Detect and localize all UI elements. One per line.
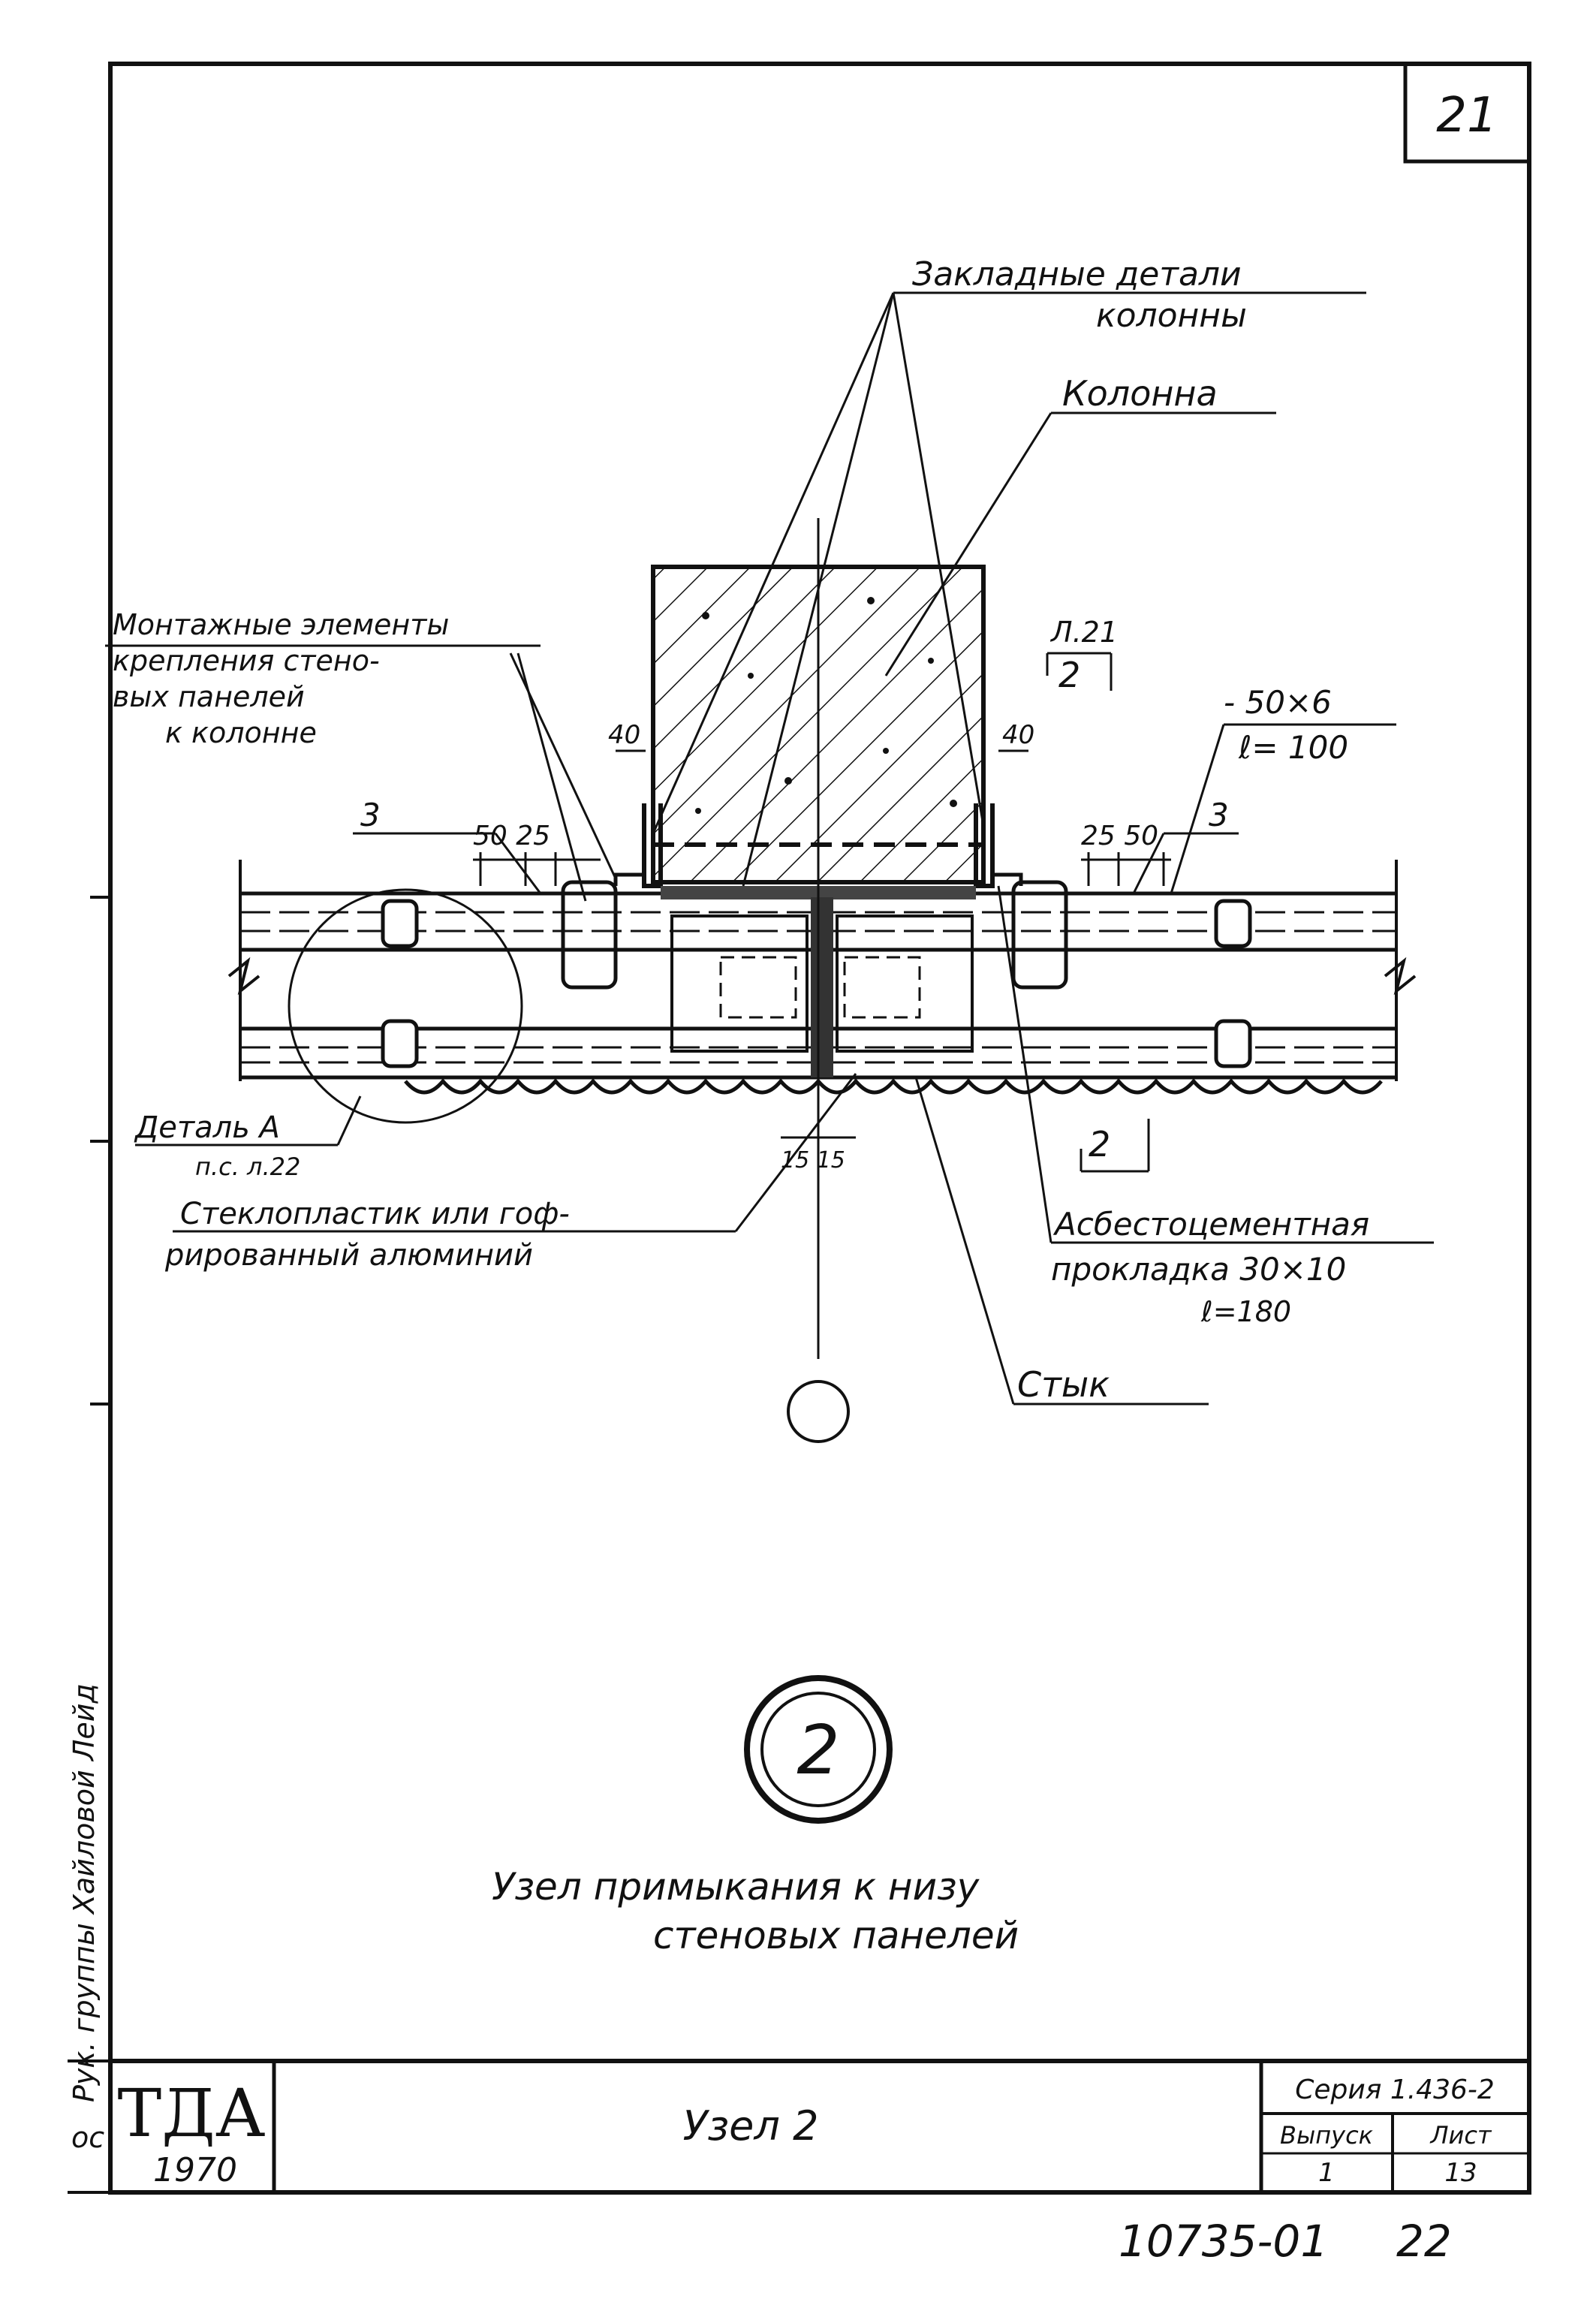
label-asbestos-1: Асбестоцементная <box>1052 1206 1369 1243</box>
title-main: Узел 2 <box>683 2102 819 2150</box>
bolt-right-top <box>1214 899 1252 948</box>
dim-40-left: 40 <box>608 720 640 750</box>
title-issue-label: Выпуск <box>1280 2121 1374 2150</box>
label-detail-2: п.с. л.22 <box>195 1152 300 1181</box>
node-caption-2: стеновых панелей <box>653 1914 1019 1957</box>
title-sheet-value: 13 <box>1444 2158 1477 2188</box>
dashed-opening-right <box>843 956 921 1019</box>
document-number: 10735-01 <box>1119 2216 1328 2267</box>
section-bottom-number: 2 <box>1089 1124 1110 1165</box>
label-asbestos-3: ℓ=180 <box>1200 1295 1291 1328</box>
node-marker-outer <box>744 1675 893 1824</box>
title-sheet-label: Лист <box>1429 2121 1492 2150</box>
side-stamp: Рук. группы Хайловой Лейд <box>68 1683 101 2102</box>
section-top-ref: Л.21 <box>1049 616 1118 649</box>
label-joint: Стык <box>1017 1364 1110 1405</box>
dim-40-right: 40 <box>1002 720 1034 750</box>
fastener-right <box>1011 880 1068 990</box>
node-caption-1: Узел примыкания к низу <box>492 1865 980 1909</box>
dim-right: 25 50 <box>1081 821 1158 851</box>
label-mounting-4: к колонне <box>165 716 317 749</box>
label-fiberglass-1: Стеклопластик или гоф- <box>180 1197 570 1231</box>
dimension-marks <box>473 652 1171 1173</box>
bolt-left-bottom <box>381 1019 419 1068</box>
bolt-left-top <box>381 899 419 948</box>
dashed-opening-left <box>719 956 797 1019</box>
title-block <box>68 2059 1529 2194</box>
leader-lines <box>105 291 1434 1406</box>
title-org: ТДА <box>118 2074 266 2152</box>
label-detail-1: Деталь А <box>134 1110 280 1145</box>
axis-marker <box>787 1380 850 1443</box>
label-plate-2: ℓ= 100 <box>1238 729 1348 766</box>
title-left-mark: ос <box>71 2121 104 2154</box>
mounting-bracket-left <box>613 863 655 886</box>
label-embedded-parts-2: колонны <box>1096 297 1247 335</box>
joint-strip <box>811 897 833 1077</box>
fastener-left <box>561 880 618 990</box>
label-mounting-3: вых панелей <box>113 680 305 713</box>
detail-a-circle <box>288 888 523 1124</box>
num3-right: 3 <box>1209 797 1229 833</box>
num3-left: 3 <box>360 797 381 833</box>
page-number: 22 <box>1396 2216 1452 2267</box>
node-marker-number: 2 <box>796 1711 839 1790</box>
bolt-right-bottom <box>1214 1019 1252 1068</box>
title-series: Серия 1.436-2 <box>1295 2074 1495 2105</box>
title-year: 1970 <box>153 2151 237 2189</box>
label-mounting-1: Монтажные элементы <box>113 608 449 641</box>
label-column: Колонна <box>1062 373 1218 414</box>
corner-number-box <box>1403 62 1531 164</box>
corrugated-sheet <box>404 1078 1383 1095</box>
title-issue-value: 1 <box>1318 2158 1335 2188</box>
dim-left: 50 25 <box>473 821 550 851</box>
label-asbestos-2: прокладка 30×10 <box>1051 1251 1346 1288</box>
sheet-frame <box>108 62 1531 2195</box>
panel-cell-left <box>670 914 809 1053</box>
dim-15: 15 15 <box>781 1147 845 1174</box>
label-fiberglass-2: рированный алюминий <box>164 1238 533 1273</box>
node-marker-inner <box>760 1692 876 1807</box>
label-plate-1: - 50×6 <box>1224 684 1332 721</box>
embedded-plate-right <box>974 803 995 888</box>
panel-cell-right <box>836 914 974 1053</box>
corner-number: 21 <box>1436 88 1497 143</box>
label-mounting-2: крепления стено- <box>113 644 380 677</box>
label-embedded-parts-1: Закладные детали <box>912 255 1242 294</box>
section-top-number: 2 <box>1058 655 1080 695</box>
